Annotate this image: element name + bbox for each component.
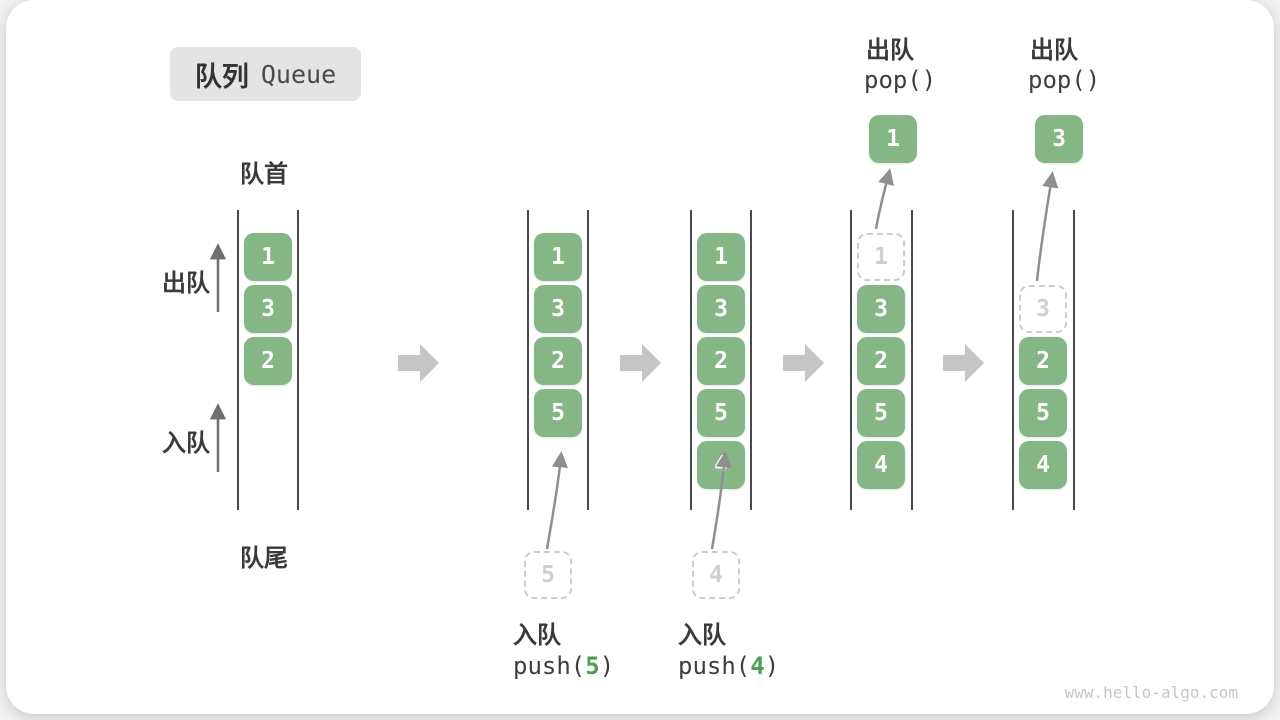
ghost-cell: 1 (857, 233, 905, 281)
ghost-cell: 3 (1019, 285, 1067, 333)
step-arrow-icon (620, 344, 661, 382)
code-pop-2: pop() (1028, 66, 1101, 94)
code-pop-1: pop() (864, 66, 937, 94)
queue4-right-wall (911, 210, 913, 510)
queue1-left-wall (237, 210, 239, 510)
queue-cell: 2 (244, 337, 292, 385)
pop-3-connector-arrow (1035, 171, 1059, 282)
queue-cell: 5 (534, 389, 582, 437)
code-close: ) (764, 652, 780, 680)
queue4-left-wall (850, 210, 852, 510)
label-dequeue-side: 出队 (162, 269, 210, 297)
label-enqueue-op2: 入队 (678, 621, 726, 649)
queue-cell: 3 (697, 285, 745, 333)
watermark: www.hello-algo.com (1064, 683, 1238, 702)
queue-cell: 2 (1019, 337, 1067, 385)
step-arrow-icon (783, 344, 824, 382)
queue-cell: 2 (697, 337, 745, 385)
step-arrow-icon (398, 344, 439, 382)
title-zh: 队列 (194, 61, 249, 93)
queue-cell: 3 (857, 285, 905, 333)
code-push-5: push(5) (513, 652, 614, 680)
queue3-left-wall (690, 210, 692, 510)
queue2-right-wall (587, 210, 589, 510)
pending-cell: 4 (692, 551, 740, 599)
code-push-4: push(4) (678, 652, 779, 680)
label-queue-head: 队首 (240, 160, 288, 188)
label-queue-tail: 队尾 (240, 544, 288, 572)
label-dequeue-op1: 出队 (866, 36, 914, 64)
step-arrow-icon (943, 344, 984, 382)
queue-cell: 3 (244, 285, 292, 333)
pop-1-connector-arrow (874, 168, 894, 230)
code-arg: 4 (750, 652, 765, 680)
code-close: ) (599, 652, 615, 680)
queue-cell: 4 (857, 441, 905, 489)
queue-cell: 5 (1019, 389, 1067, 437)
popped-cell: 3 (1035, 115, 1083, 163)
code-fn: push( (513, 652, 586, 680)
label-enqueue-side: 入队 (162, 429, 210, 457)
queue-cell: 3 (534, 285, 582, 333)
queue-cell: 5 (697, 389, 745, 437)
queue-cell: 4 (697, 441, 745, 489)
enqueue-5-connector-arrow (545, 451, 568, 550)
queue5-right-wall (1073, 210, 1075, 510)
queue2-left-wall (527, 210, 529, 510)
queue-cell: 1 (697, 233, 745, 281)
queue3-right-wall (750, 210, 752, 510)
label-enqueue-op1: 入队 (513, 621, 561, 649)
queue1-right-wall (297, 210, 299, 510)
label-dequeue-op2: 出队 (1030, 36, 1078, 64)
code-fn: push( (678, 652, 751, 680)
queue-cell: 2 (857, 337, 905, 385)
title-box: 队列 Queue (170, 47, 361, 101)
code-arg: 5 (585, 652, 600, 680)
queue-cell: 1 (244, 233, 292, 281)
queue5-left-wall (1012, 210, 1014, 510)
pending-cell: 5 (524, 551, 572, 599)
queue-cell: 5 (857, 389, 905, 437)
popped-cell: 1 (869, 115, 917, 163)
queue-cell: 1 (534, 233, 582, 281)
queue-cell: 4 (1019, 441, 1067, 489)
queue-cell: 2 (534, 337, 582, 385)
title-en: Queue (260, 59, 337, 89)
